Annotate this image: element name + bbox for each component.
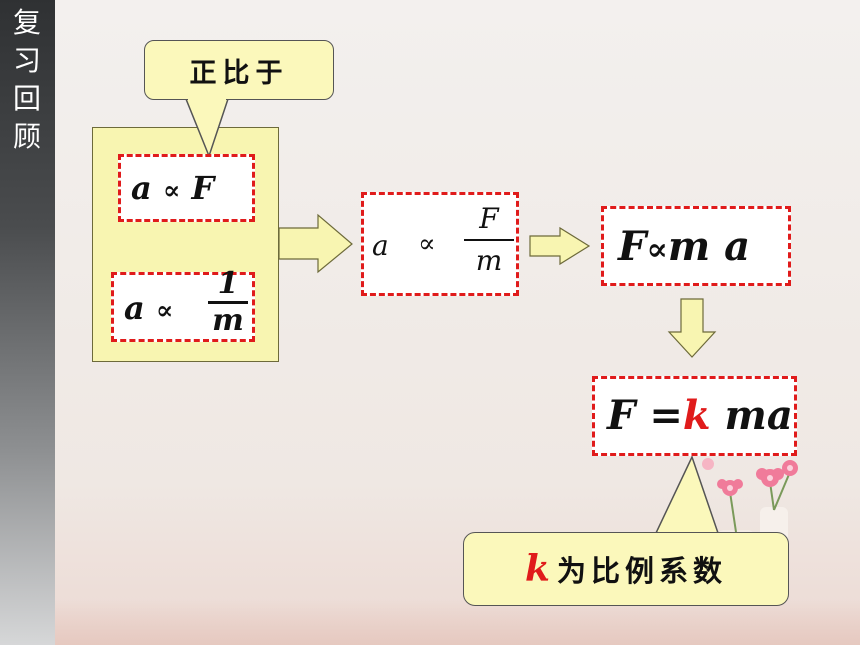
fraction-bar <box>464 239 514 241</box>
symbol-equals: = <box>649 392 683 439</box>
formula-a-prop-1-over-m: a ∝ 1 m <box>111 267 255 342</box>
section-title-char: 复 <box>12 6 41 39</box>
section-title-char: 习 <box>12 44 41 77</box>
formula-F-equals-kma: F =k ma <box>592 376 797 456</box>
symbol-prop: ∝ <box>162 176 181 206</box>
formula-a-prop-F: a ∝ F <box>118 154 255 222</box>
symbol-a: a <box>131 169 152 207</box>
symbol-prop: ∝ <box>418 229 436 259</box>
symbol-F: F <box>618 223 647 270</box>
fraction-numerator: F <box>479 202 499 235</box>
symbol-F: F <box>607 392 636 439</box>
symbol-k: k <box>682 392 711 439</box>
symbol-k: k <box>525 548 555 590</box>
formula-a-prop-F-over-m: a ∝ F m <box>361 192 519 296</box>
down-arrow <box>667 298 717 358</box>
section-title: 复 习 回 顾 <box>10 4 44 156</box>
callout-proportional-to: 正比于 <box>144 40 334 100</box>
fraction-denominator: m <box>212 303 244 338</box>
symbol-a: a <box>372 229 389 262</box>
symbol-prop: ∝ <box>155 296 174 326</box>
symbol-ma: ma <box>724 392 793 439</box>
fraction-denominator: m <box>475 244 503 277</box>
callout-bottom-label: 为比例系数 <box>556 554 727 588</box>
fraction-bar <box>208 301 248 304</box>
formula-F-prop-ma: F∝m a <box>601 206 791 286</box>
slide-floor-shade <box>55 600 860 645</box>
fraction-numerator: 1 <box>217 266 239 301</box>
section-title-char: 顾 <box>12 120 41 153</box>
right-arrow-1 <box>278 213 353 274</box>
sidebar-band: 复 习 回 顾 <box>0 0 55 645</box>
symbol-F: F <box>191 169 215 207</box>
symbol-a: a <box>124 289 145 327</box>
section-title-char: 回 <box>12 82 41 115</box>
symbol-a: a <box>724 223 751 270</box>
symbol-prop: ∝ <box>646 230 668 268</box>
callout-top-label: 正比于 <box>189 57 289 89</box>
right-arrow-2 <box>529 226 591 266</box>
symbol-m: m <box>667 223 711 270</box>
